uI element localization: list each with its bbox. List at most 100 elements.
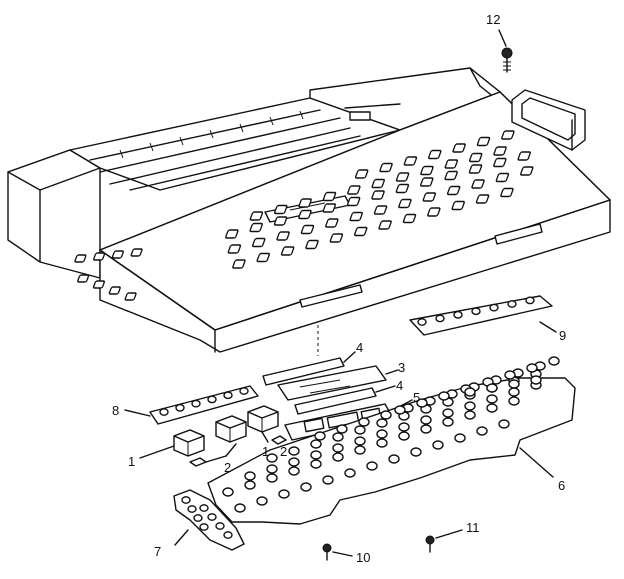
housing-key [468, 152, 483, 163]
housing-key [371, 178, 385, 189]
membrane-dome [508, 396, 520, 406]
housing-key [349, 211, 363, 222]
part-11-screw [425, 529, 463, 553]
switch-c [247, 405, 279, 433]
housing-key [276, 231, 290, 241]
membrane-dome [508, 379, 520, 389]
housing-key [298, 209, 312, 220]
housing-key-left [124, 292, 137, 301]
strip9-key [525, 296, 535, 305]
strip8-key [191, 399, 201, 408]
housing-key [273, 204, 288, 215]
housing-key [495, 172, 510, 183]
housing-key [280, 246, 295, 256]
part-12-bracket [511, 89, 586, 151]
housing-key-left [108, 286, 121, 295]
housing-key [227, 244, 242, 254]
part-6-rubber-membrane [207, 356, 576, 525]
membrane-dome [442, 417, 454, 427]
membrane-dome [420, 424, 432, 434]
strip8-key [207, 395, 217, 404]
switch-a [173, 429, 205, 457]
membrane-dome [300, 482, 312, 492]
membrane-dome [454, 433, 466, 443]
membrane-dome [222, 487, 234, 497]
callout-4-upper: 4 [356, 340, 363, 355]
housing-key [249, 211, 264, 221]
membrane-dome [388, 454, 400, 464]
membrane-dome [344, 468, 356, 478]
membrane-dome [278, 489, 290, 499]
housing-key [329, 233, 344, 243]
part-2-clips [189, 435, 287, 467]
membrane-dome [526, 363, 538, 373]
membrane-dome [332, 432, 344, 442]
housing-key [398, 198, 412, 209]
callout-6: 6 [558, 478, 565, 493]
callout-1-right: 1 [262, 444, 269, 459]
housing-key-left [77, 274, 90, 283]
membrane-dome [322, 475, 334, 485]
callout-3: 3 [398, 360, 405, 375]
housing-key [354, 169, 369, 179]
membrane-dome [366, 461, 378, 471]
housing-key [273, 216, 288, 226]
housing-keycaps [74, 130, 534, 301]
housing-key [444, 170, 458, 181]
strip8-key [175, 403, 185, 412]
membrane-dome [486, 383, 498, 393]
strip9-key [471, 307, 481, 316]
membrane-dome [244, 480, 256, 490]
membrane-dome [410, 447, 422, 457]
housing-key [249, 222, 263, 233]
membrane-dome [380, 410, 392, 420]
strip9-key [507, 300, 517, 308]
membrane7-dome [181, 496, 191, 504]
callout-5: 5 [413, 390, 420, 405]
callout-labels: 12 9 4 3 4 5 8 1 1 2 2 6 7 10 11 [112, 12, 566, 565]
membrane-dome [376, 418, 388, 428]
membrane-dome [464, 387, 476, 397]
membrane-dome [354, 445, 366, 455]
housing-key [353, 226, 368, 237]
membrane-dome [476, 426, 488, 436]
callout-10: 10 [356, 550, 370, 565]
membrane-dome [504, 370, 516, 380]
membrane-dome [498, 419, 510, 429]
part-4-lower-bar [294, 385, 396, 415]
housing-key [452, 143, 466, 153]
housing-key [300, 224, 315, 235]
housing-key [325, 218, 339, 228]
callout-2-left: 2 [224, 460, 231, 475]
housing-key [322, 203, 337, 213]
membrane-dome [358, 417, 370, 427]
membrane-dome [336, 424, 348, 434]
strip8-key [159, 408, 169, 416]
part-8-key-strip [124, 385, 259, 425]
housing-key [500, 187, 514, 198]
part-3-lens [277, 365, 399, 401]
membrane-dome [508, 387, 520, 397]
membrane-dome [442, 408, 454, 418]
membrane-dome [288, 457, 300, 467]
housing-key-left [111, 250, 124, 259]
housing-key [451, 200, 465, 211]
membrane-dome [530, 375, 542, 385]
housing-key [493, 157, 507, 168]
typewriter-housing [7, 67, 611, 353]
membrane7-dome [193, 514, 203, 522]
part-1-switches [139, 405, 279, 459]
membrane7-dome [199, 523, 209, 531]
housing-key [517, 151, 531, 161]
platen-ridges [119, 110, 304, 159]
housing-key [475, 194, 490, 204]
membrane7-dome [207, 513, 217, 521]
housing-key [347, 185, 361, 195]
strip9-key [435, 314, 445, 323]
membrane-dome [464, 410, 476, 420]
housing-key [305, 239, 319, 250]
membrane-dome [438, 391, 450, 401]
housing-key [322, 191, 337, 202]
membrane-dome [464, 401, 476, 411]
housing-key-left [74, 254, 87, 263]
